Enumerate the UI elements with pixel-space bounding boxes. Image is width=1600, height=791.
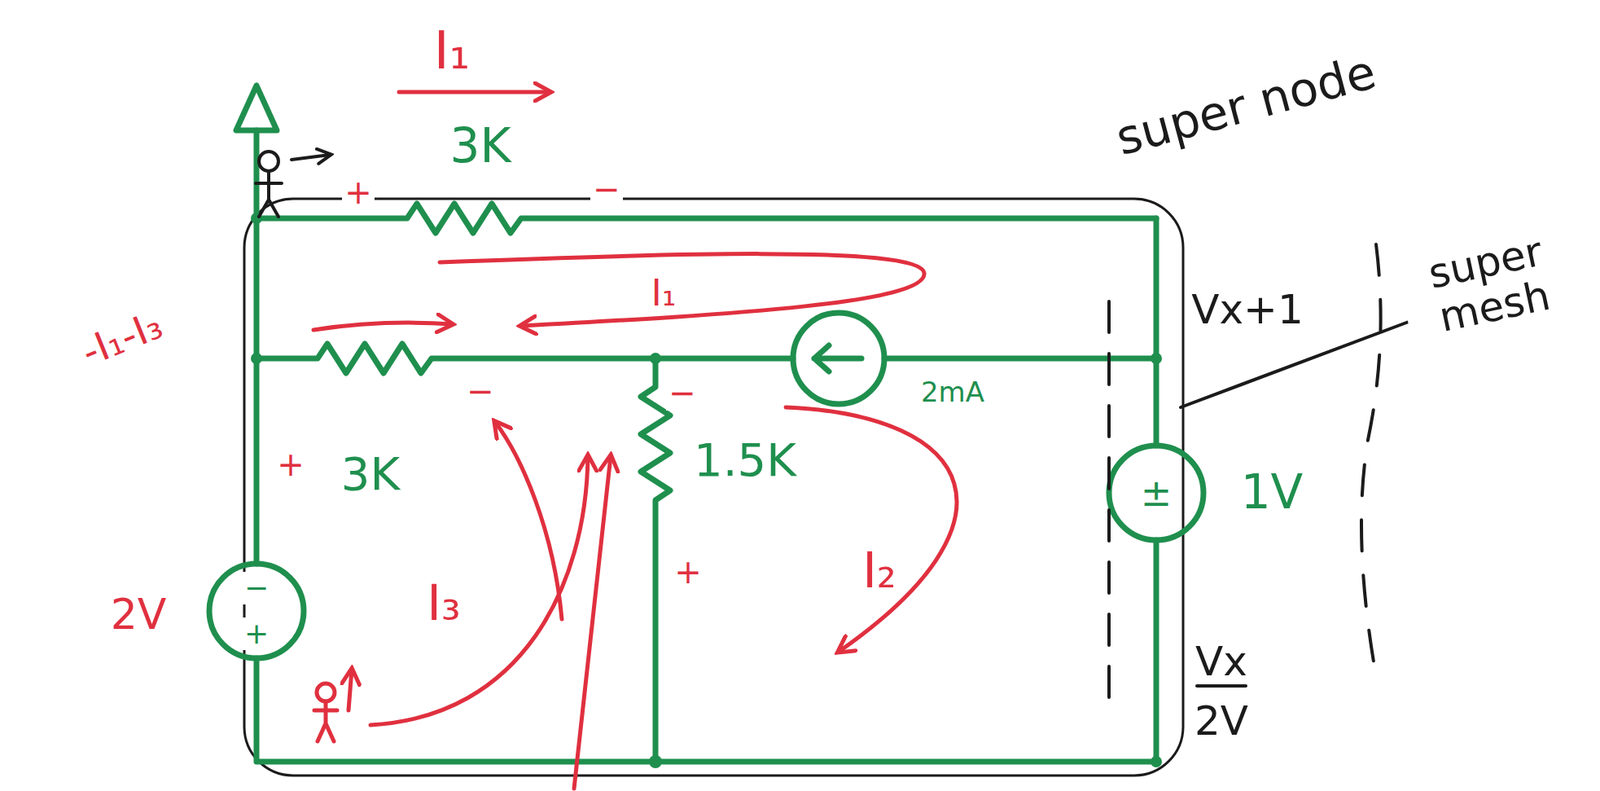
mesh-loop-arrow [785,407,957,652]
current-label: -I₁-I₃ [73,301,171,374]
mesh-loop-arrow [370,455,588,725]
right-wire [1153,539,1160,762]
junction-dot [1150,755,1162,768]
bottom-wire [256,657,1157,762]
current-source-symbol [793,312,885,404]
junction-dot [648,754,662,768]
wire [884,355,1157,362]
right-wire [1153,218,1160,446]
resistor-value: 3K [447,120,514,173]
underline [1196,683,1246,688]
current-arrow [495,421,562,619]
current-label: I₁ [431,21,474,79]
mesh-loop-arrow [439,254,925,326]
stick-figure-head [316,683,335,702]
current-arrow [574,455,611,789]
resistor-symbol [640,358,671,762]
supermesh-dashed-line [1361,244,1381,676]
current-arrow [313,322,452,330]
polarity-sign: − [666,374,699,411]
supernode-outline [244,198,1184,776]
node-voltage: Vx+1 [1188,287,1307,333]
polarity-sign: − [590,170,623,207]
node-voltage: 2V [1192,698,1251,744]
voltage-source-symbol [209,563,304,658]
polarity-sign: − [241,571,272,605]
left-wire [254,130,260,564]
current-source-arrow [814,345,862,372]
note: super node [1108,45,1384,167]
polarity-sign: − [464,372,497,409]
mesh-label: I₂ [859,543,899,597]
supermesh-dashed-line [1107,301,1111,701]
mesh-label: I₃ [424,575,464,630]
direction-arrow [348,669,352,711]
junction-dot [1150,352,1162,364]
leader-line [1180,321,1409,408]
polarity-sign: + [671,553,705,590]
junction-dot [649,352,662,364]
stick-figure [255,170,282,217]
resistor-symbol [256,203,1157,233]
resistor-value: 3K [338,448,403,500]
resistor-value: 1.5K [691,434,799,486]
note: super mesh [1394,223,1586,348]
polarity-sign: + [241,617,272,650]
voltage-source-symbol [1109,445,1204,540]
source-value: 2mA [918,376,987,408]
polarity-sign: + [274,446,307,483]
junction-dot [250,352,263,364]
node-voltage: Vx [1192,639,1250,684]
source-value: 2V [108,591,170,638]
current-label: I₁ [648,273,680,313]
source-value: 1V [1238,466,1307,519]
resistor-symbol [256,343,794,373]
reference-symbol [236,85,277,131]
polarity-sign: + [341,174,375,211]
stick-figure-head [258,151,279,171]
polarity-sign: ± [1138,472,1175,514]
direction-arrow [291,154,330,160]
current-arrow [398,90,550,95]
stick-figure [314,701,338,741]
